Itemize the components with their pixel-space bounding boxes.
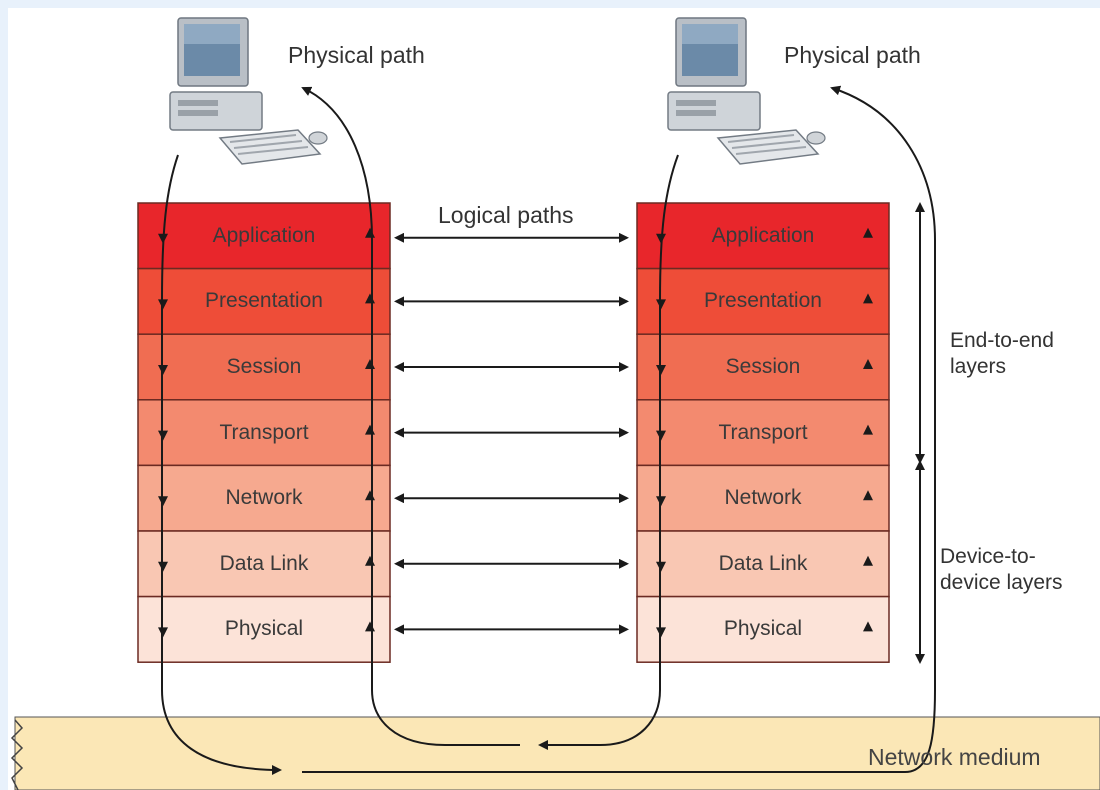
right-layer-label: Transport [718, 420, 808, 444]
end-to-end-label: End-to-end layers [950, 329, 1054, 379]
right-down-path [538, 154, 679, 750]
right-layer-label: Network [724, 486, 802, 510]
right-layer-session [636, 333, 890, 401]
left-layer-session [137, 333, 391, 401]
right-layer-label: Session [725, 355, 801, 378]
left-layer-transport [137, 399, 391, 467]
left-down-path [161, 154, 282, 775]
left-layer-label: Presentation [205, 289, 323, 313]
physical-path-label-left: Physical path [288, 42, 425, 68]
right-layer-application [636, 202, 890, 270]
left-layer-presentation [137, 267, 391, 335]
right-layer-network [636, 464, 890, 532]
right-up-path [302, 85, 936, 773]
right-layer-physical [636, 595, 890, 663]
left-layer-data-link [137, 530, 391, 598]
right-layer-label: Physical [723, 617, 803, 641]
left-layer-physical [137, 595, 391, 663]
network-medium-label: Network medium [868, 744, 1041, 770]
left-layer-network [137, 464, 391, 532]
right-layer-label: Application [711, 223, 815, 247]
up-arrowhead [863, 490, 873, 501]
right-layer-label: Presentation [704, 289, 822, 313]
computer-icon [169, 17, 328, 165]
up-arrowhead [863, 359, 873, 369]
left-layer-label: Session [226, 355, 302, 378]
right-layer-transport [636, 399, 890, 467]
physical-path-label-right: Physical path [784, 42, 921, 68]
physical-path-arrows [161, 85, 936, 775]
left-up-path [301, 86, 520, 746]
right-layer-data-link [636, 530, 890, 598]
left-layer-label: Physical [224, 617, 304, 641]
left-layer-application [137, 202, 391, 270]
left-layer-label: Network [225, 486, 303, 510]
right-layer-presentation [636, 267, 890, 335]
up-arrowhead [863, 621, 873, 632]
logical-paths-label: Logical paths [438, 202, 574, 228]
up-arrowhead [863, 555, 873, 566]
torn-edge [10, 719, 24, 790]
up-arrowhead [863, 293, 873, 304]
up-arrowhead [863, 227, 873, 238]
left-layer-label: Application [212, 223, 316, 247]
device-to-device-label: Device-to- device layers [940, 545, 1063, 595]
right-layer-label: Data Link [718, 551, 808, 575]
logical-path-arrows [394, 232, 629, 635]
up-arrowhead [863, 424, 873, 435]
computer-icon [667, 17, 826, 165]
left-layer-label: Transport [219, 420, 309, 444]
left-layer-label: Data Link [219, 551, 309, 575]
